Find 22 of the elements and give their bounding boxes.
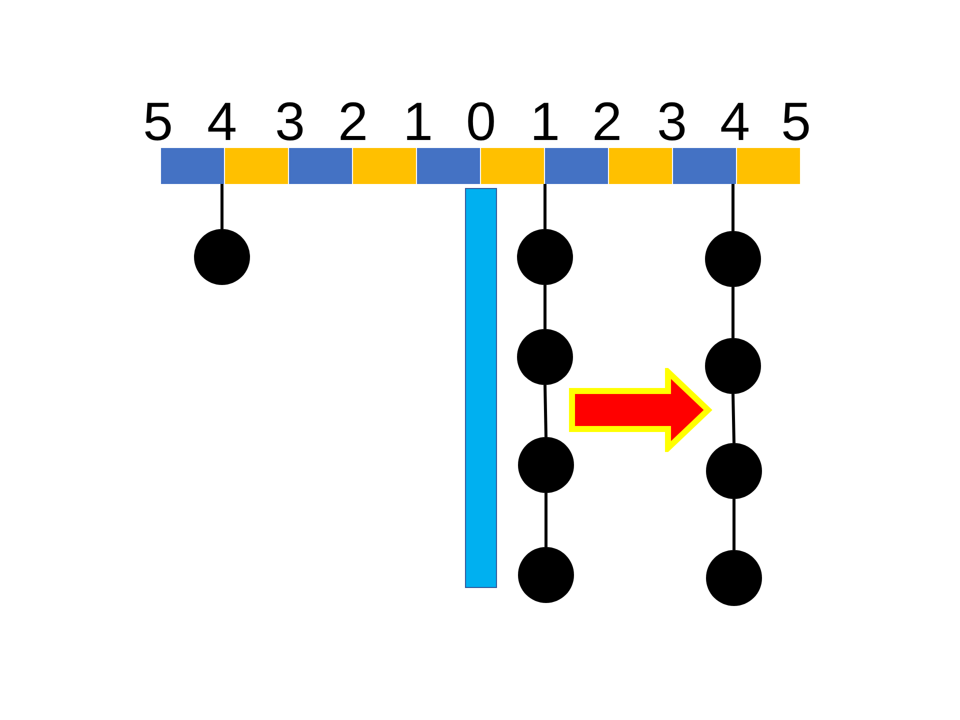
scale-number: 3 bbox=[274, 95, 306, 149]
hanging-string bbox=[732, 287, 734, 338]
hanging-string bbox=[544, 493, 548, 547]
support-post bbox=[465, 188, 497, 588]
hanging-string bbox=[544, 184, 546, 229]
scale-number: 1 bbox=[402, 95, 434, 149]
scale-number: 4 bbox=[720, 95, 750, 149]
hanging-string bbox=[220, 184, 224, 229]
hanging-string bbox=[544, 384, 548, 438]
scale-number: 1 bbox=[530, 95, 560, 149]
scale-number: 4 bbox=[206, 95, 238, 149]
hanging-string bbox=[732, 184, 734, 231]
hanging-string bbox=[544, 285, 546, 329]
hanging-string bbox=[732, 499, 736, 550]
scale-number: 2 bbox=[338, 95, 368, 149]
scale-number: 0 bbox=[466, 95, 496, 149]
balance-beam bbox=[161, 148, 801, 184]
hanging-string bbox=[732, 394, 736, 444]
scale-number: 3 bbox=[656, 95, 688, 149]
scale-number: 2 bbox=[592, 95, 622, 149]
scale-number: 5 bbox=[780, 95, 812, 149]
scale-number: 5 bbox=[142, 95, 174, 149]
